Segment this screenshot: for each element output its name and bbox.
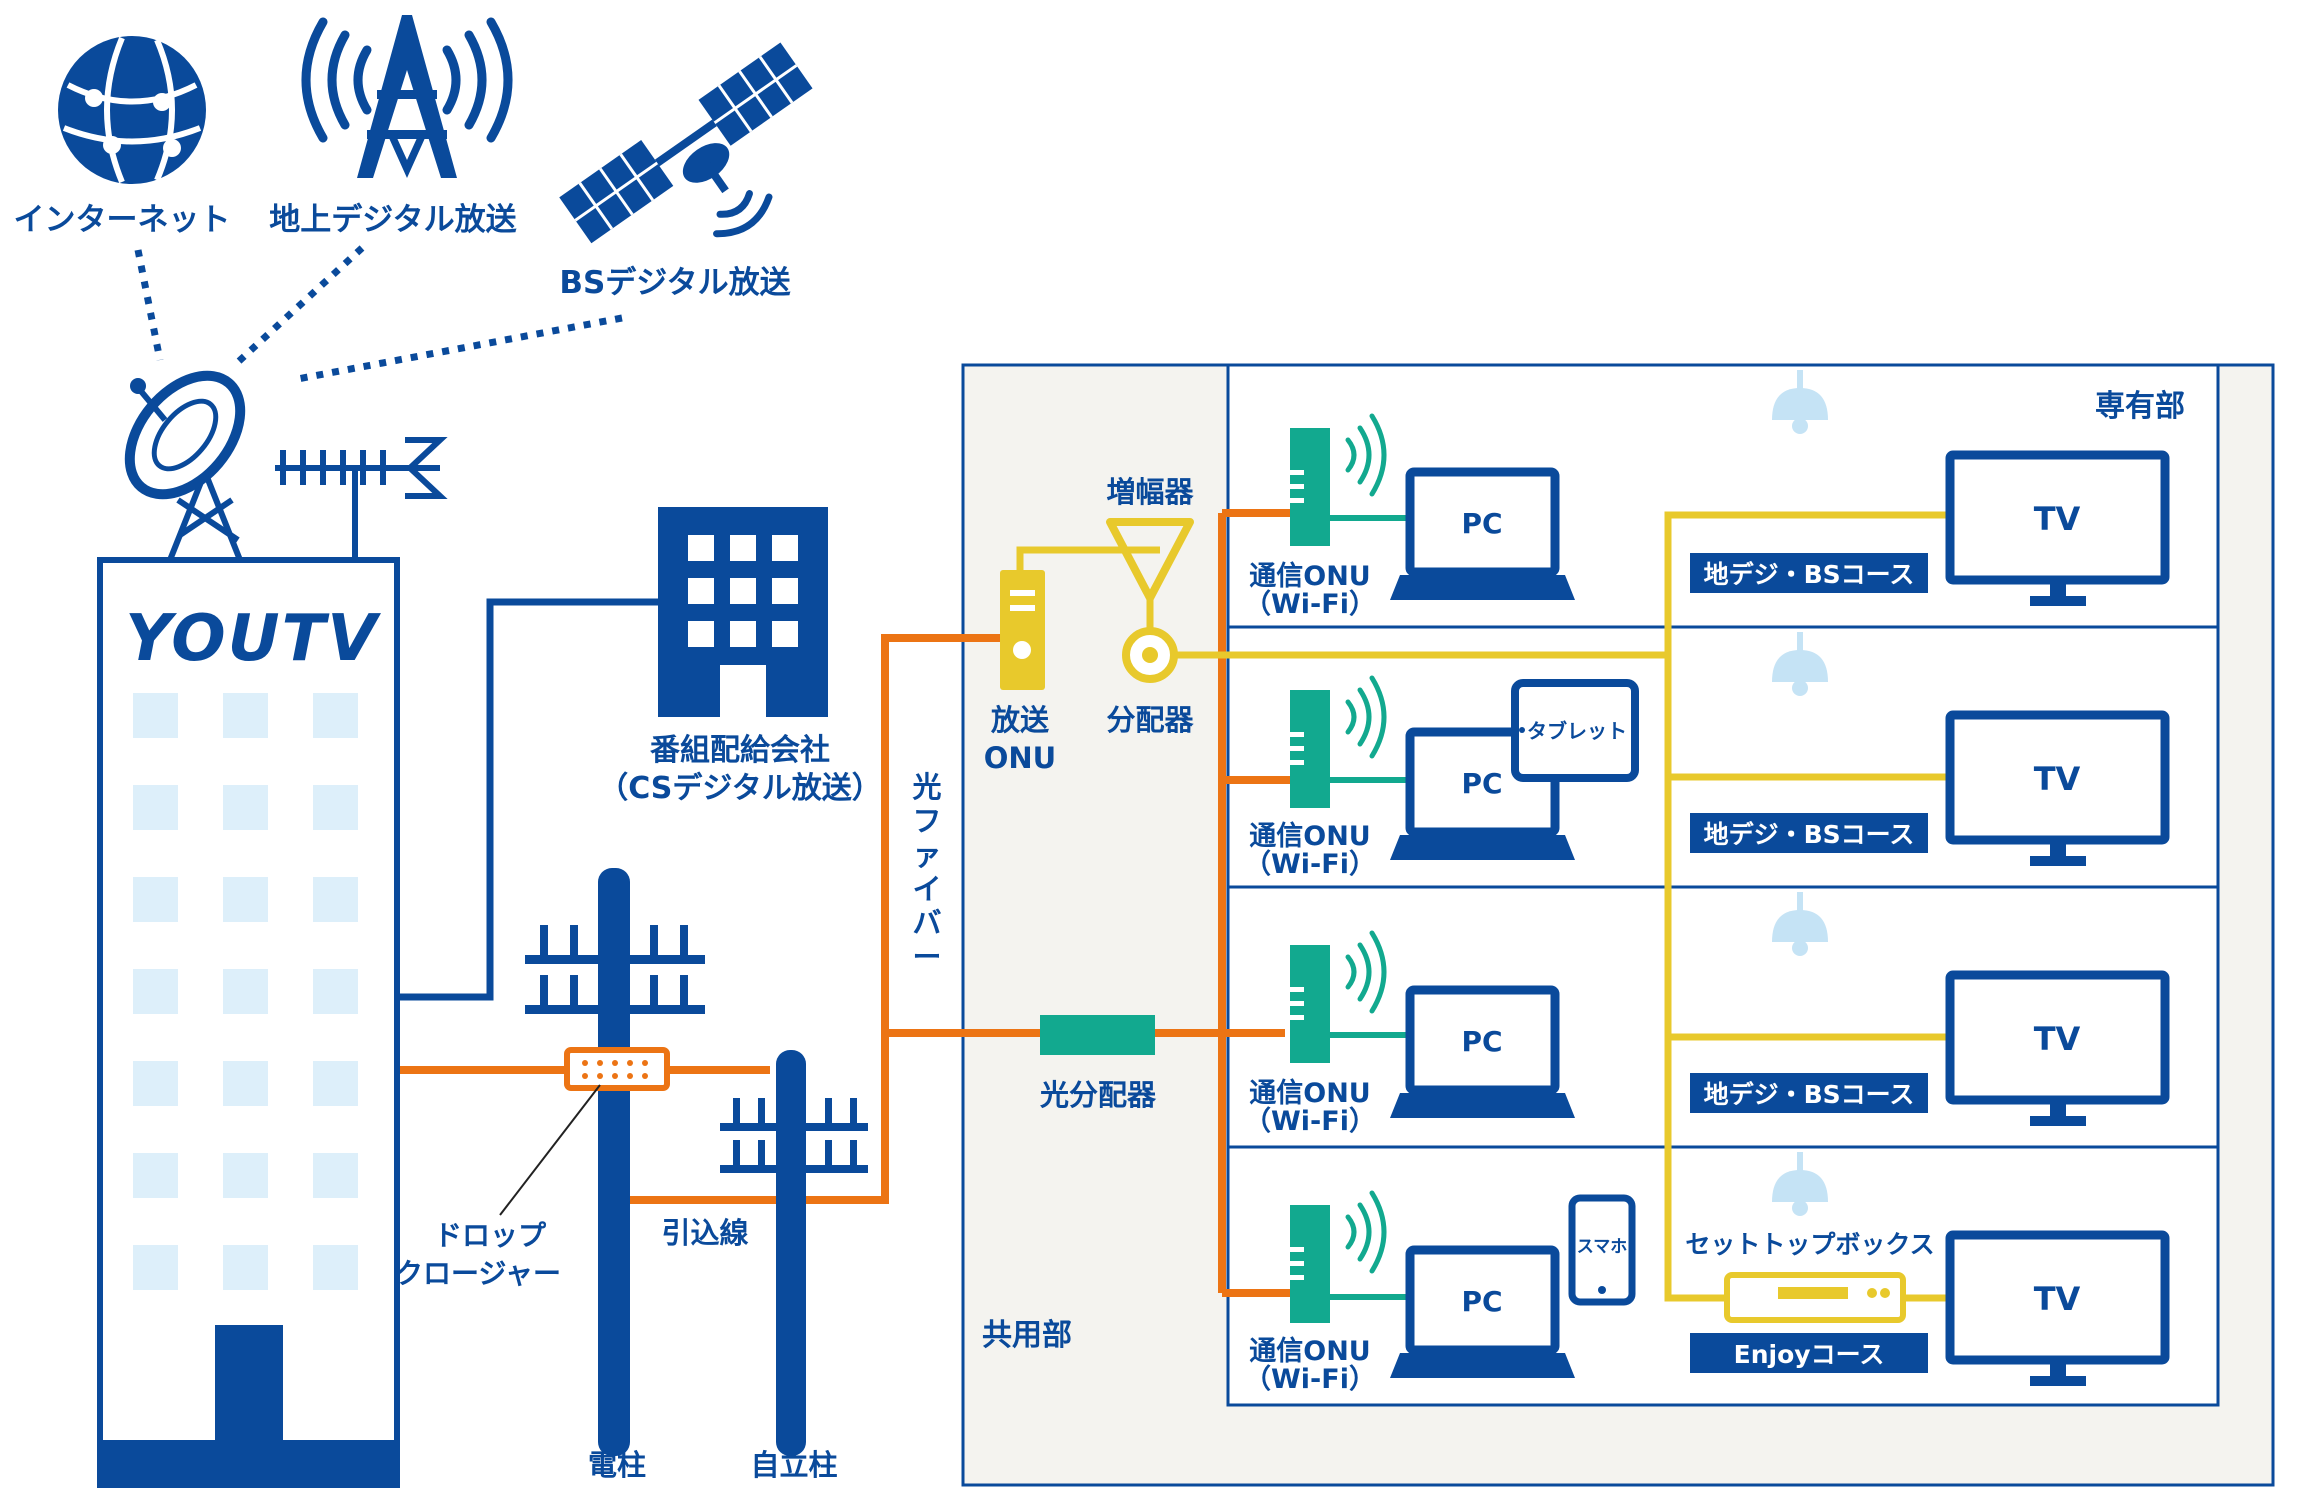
optical-splitter-label: 光分配器 [1040,1078,1157,1112]
pc-label: PC [1461,1285,1502,1318]
pc-icon: PC [1390,1245,1575,1378]
course-label: 地デジ・BSコース [1704,560,1915,589]
building-windows [133,693,358,1290]
course-label: Enjoyコース [1734,1340,1885,1369]
tv-label: TV [2034,1280,2081,1318]
comm-onu-sublabel: （Wi-Fi） [1244,1106,1376,1137]
tablet-label: タブレット [1527,719,1627,743]
set-top-box-icon [1724,1272,1906,1323]
set-top-box-label: セットトップボックス [1685,1230,1934,1259]
bs-digital-label: BSデジタル放送 [559,265,790,301]
tv-label: TV [2034,1020,2081,1058]
pc-icon: PC [1390,467,1575,600]
program-supplier-label: 番組配給会社 [650,733,830,768]
program-supplier-building-icon [658,507,828,717]
comm-onu-icon [1290,428,1330,546]
broadcast-onu-label: 放送 [990,703,1049,737]
tv-label: TV [2034,500,2081,538]
yellow-coax-cables [1016,511,1950,1302]
globe-icon [58,36,206,184]
comm-onu-sublabel: （Wi-Fi） [1244,849,1376,880]
pc-label: PC [1461,767,1502,800]
amplifier-icon [1106,518,1194,602]
tv-icon: TV [1945,450,2170,606]
parabolic-antenna-icon [124,370,246,562]
pc-icon: PC [1390,985,1575,1118]
comm-onu-icon [1290,945,1330,1063]
satellite-icon [559,42,813,244]
course-badge [1690,1073,1928,1113]
svg-text:イ: イ [912,872,941,906]
drop-closure-label-2: クロージャー [395,1257,561,1290]
svg-text:光: 光 [912,770,941,804]
station-logo: YOUTV [125,602,381,676]
wifi-icon [1345,1190,1387,1274]
unit-3: 通信ONU （Wi-Fi） PC TV 地デジ・BSコース [1244,930,2170,1137]
ceiling-lamp-icons [1772,370,1828,1216]
optical-splitter-icon [1040,1015,1155,1055]
comm-onu-sublabel: （Wi-Fi） [1244,1364,1376,1395]
self-standing-pole-label: 自立柱 [750,1448,837,1482]
unit-4: 通信ONU （Wi-Fi） PC スマホ セットトップボックス TV Enjoy… [1244,1190,2170,1395]
optical-fiber-label: 光 フ ァ イ バ ー [912,770,941,974]
internet-label: インターネット [14,202,231,238]
svg-text:ァ: ァ [912,838,941,872]
amplifier-label: 増幅器 [1106,475,1194,509]
unit-1: 通信ONU （Wi-Fi） PC TV 地デジ・BSコース [1244,413,2170,620]
comm-onu-label: 通信ONU [1249,1078,1370,1109]
uhf-antenna-icon [275,437,448,560]
self-standing-pole-icon [720,1050,868,1456]
smartphone-label: スマホ [1577,1237,1628,1257]
splitter-label: 分配器 [1106,703,1194,737]
common-area-label: 共用部 [982,1318,1072,1353]
utility-pole-label: 電柱 [588,1448,646,1482]
splitter-icon [1122,627,1178,683]
broadcast-tower-icon [301,15,513,178]
youtv-station-building: YOUTV [97,557,400,1488]
private-area-label: 専有部 [2095,389,2185,424]
tv-icon: TV [1945,970,2170,1126]
course-badge [1690,553,1928,593]
terrestrial-digital-label: 地上デジタル放送 [269,202,516,238]
tv-icon: TV [1945,710,2170,866]
smartphone-icon: スマホ [1568,1194,1636,1306]
program-supplier-sublabel: （CSデジタル放送） [598,771,882,806]
svg-text:バ: バ [912,906,941,940]
course-badge [1690,1333,1928,1373]
drop-closure-pointer [499,1084,601,1216]
comm-onu-label: 通信ONU [1249,1336,1370,1367]
tv-icon: TV [1945,1230,2170,1386]
wifi-icon [1345,675,1387,759]
signal-dotted-lines [134,245,623,384]
course-badge [1690,813,1928,853]
comm-onu-label: 通信ONU [1249,561,1370,592]
svg-text:ー: ー [912,940,941,974]
utility-pole-icon [525,868,705,1456]
tablet-icon: タブレット [1511,679,1639,782]
unit-2: 通信ONU （Wi-Fi） PC タブレット TV 地デジ・BSコース [1244,675,2170,880]
broadcast-onu-icon [1000,570,1045,690]
teal-cables [1330,515,1410,1300]
comm-onu-sublabel: （Wi-Fi） [1244,589,1376,620]
pc-label: PC [1461,1025,1502,1058]
svg-text:フ: フ [912,804,941,838]
drop-closure-icon [564,1047,670,1091]
comm-onu-icon [1290,1205,1330,1323]
course-label: 地デジ・BSコース [1704,1080,1915,1109]
comm-onu-label: 通信ONU [1249,821,1370,852]
navy-cables [400,598,668,1001]
drop-line-label: 引込線 [661,1216,748,1250]
wifi-icon [1345,930,1387,1014]
broadcast-onu-label-2: ONU [984,741,1056,775]
tv-label: TV [2034,760,2081,798]
comm-onu-icon [1290,690,1330,808]
drop-closure-label: ドロップ [434,1219,547,1252]
course-label: 地デジ・BSコース [1704,820,1915,849]
wifi-icon [1345,413,1387,497]
pc-label: PC [1461,507,1502,540]
